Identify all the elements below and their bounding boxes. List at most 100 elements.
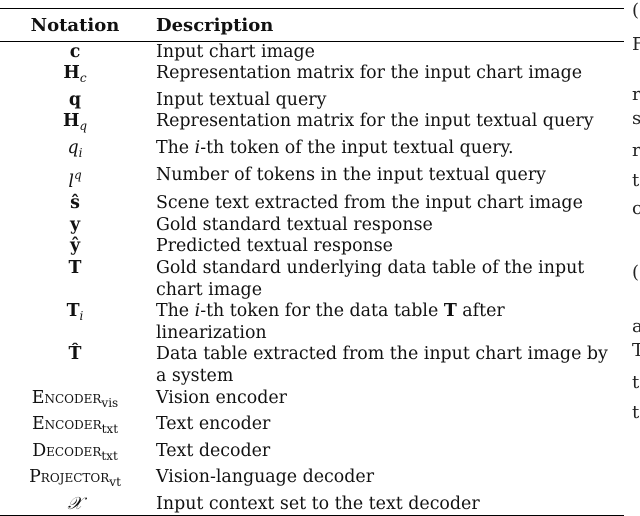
table-row: ŝ Scene text extracted from the input ch… <box>0 193 624 215</box>
description-cell: Predicted textual response <box>156 236 393 257</box>
notation-cell: Ti <box>0 301 150 344</box>
notation-symbol: ŝ <box>70 193 80 214</box>
description-cell: Input context set to the text decoder <box>156 493 480 514</box>
notation-symbol: q <box>68 89 82 110</box>
cropped-letter: t <box>632 402 640 423</box>
desc-italic: i <box>194 137 201 158</box>
cropped-letter: r <box>632 84 640 105</box>
notation-cell: Projectorvt <box>0 467 150 494</box>
notation-symbol: T <box>68 257 82 278</box>
notation-subscript: q <box>79 119 88 134</box>
cropped-letter: ( <box>632 0 640 21</box>
header-description: Description <box>156 15 274 36</box>
description-cell: Scene text extracted from the input char… <box>156 193 583 214</box>
description-cell: Representation matrix for the input char… <box>156 63 583 84</box>
notation-cell: ŷ <box>0 236 150 258</box>
table-row: Hq Representation matrix for the input t… <box>0 111 624 138</box>
table-row: Decodertxt Text decoder <box>0 441 624 468</box>
notation-subscript: txt <box>101 448 118 463</box>
notation-cell: T <box>0 258 150 301</box>
notation-cell: Decodertxt <box>0 441 150 468</box>
cropped-letter: ( <box>632 262 640 283</box>
notation-cell: y <box>0 215 150 237</box>
notation-subscript: i <box>79 309 84 324</box>
desc-text: The <box>156 137 195 158</box>
notation-subscript: vis <box>101 395 119 410</box>
cropped-letter: a <box>632 316 640 337</box>
notation-cell: Encodervis <box>0 388 150 415</box>
notation-symbol: H <box>63 63 80 84</box>
table-row: Ti The i-th token for the data table T a… <box>0 301 624 344</box>
notation-cell: T̂ <box>0 344 150 387</box>
notation-cell: q <box>0 90 150 112</box>
notation-subscript: c <box>79 71 87 86</box>
table-row: T̂ Data table extracted from the input c… <box>0 344 624 387</box>
description-cell: Text encoder <box>156 414 271 435</box>
notation-symbol: Encoder <box>31 387 102 408</box>
description-cell: Gold standard underlying data table of t… <box>156 257 585 300</box>
notation-symbol: T̂ <box>68 344 82 365</box>
table-row: Encodertxt Text encoder <box>0 414 624 441</box>
notation-cell: 𝒳 <box>0 494 150 516</box>
notation-cell: Hc <box>0 63 150 90</box>
table-row: lq Number of tokens in the input textual… <box>0 165 624 194</box>
notation-symbol: c <box>69 41 81 62</box>
desc-text: after linearization <box>156 301 505 343</box>
description-cell: Vision-language decoder <box>156 467 375 488</box>
notation-cell: c <box>0 41 150 63</box>
description-cell: Text decoder <box>156 440 271 461</box>
notation-symbol: Decoder <box>32 440 102 461</box>
description-cell: Representation matrix for the input text… <box>156 111 594 132</box>
table-row: 𝒳 Input context set to the text decoder <box>0 494 624 516</box>
notation-subscript: vt <box>109 475 121 490</box>
desc-italic: i <box>194 301 201 322</box>
cropped-letter: c <box>632 198 640 219</box>
table-header-row: Notation Description <box>0 8 624 42</box>
table-row: Hc Representation matrix for the input c… <box>0 63 624 90</box>
notation-cell: Hq <box>0 111 150 138</box>
notation-cell: qi <box>0 138 150 165</box>
cropped-letter: T <box>632 340 640 361</box>
notation-symbol: Projector <box>29 467 110 488</box>
notation-table: Notation Description c Input chart image… <box>0 8 624 516</box>
description-cell: Data table extracted from the input char… <box>156 344 608 386</box>
notation-symbol: l <box>68 171 74 192</box>
notation-symbol: Encoder <box>31 414 102 435</box>
notation-cell: ŝ <box>0 193 150 215</box>
notation-superscript: q <box>73 167 82 182</box>
notation-subscript: txt <box>101 422 119 437</box>
description-cell: Input chart image <box>156 41 315 62</box>
notation-symbol: 𝒳 <box>67 493 83 514</box>
description-cell: Gold standard textual response <box>156 214 433 235</box>
notation-symbol: q <box>67 137 79 158</box>
description-cell: Vision encoder <box>156 387 287 408</box>
desc-text: The <box>156 301 195 322</box>
cropped-letter: t <box>632 372 640 393</box>
table-row: qi The i-th token of the input textual q… <box>0 138 624 165</box>
description-cell: Number of tokens in the input textual qu… <box>156 164 546 185</box>
description-cell: The i-th token of the input textual quer… <box>150 138 624 165</box>
table-row: c Input chart image <box>0 41 624 63</box>
description-cell: Input textual query <box>156 89 327 110</box>
notation-table-container: Notation Description c Input chart image… <box>0 8 624 516</box>
table-row: ŷ Predicted textual response <box>0 236 624 258</box>
table-row: Projectorvt Vision-language decoder <box>0 467 624 494</box>
cropped-letter: t <box>632 170 640 191</box>
cropped-adjacent-text: ( F r s r t c ( a T t t <box>628 0 640 470</box>
table-row: T Gold standard underlying data table of… <box>0 258 624 301</box>
notation-symbol: T <box>66 301 80 322</box>
table-row: q Input textual query <box>0 90 624 112</box>
cropped-letter: s <box>632 108 640 129</box>
table-row: y Gold standard textual response <box>0 215 624 237</box>
notation-cell: lq <box>0 165 150 194</box>
header-notation: Notation <box>30 15 120 36</box>
notation-symbol: H <box>62 111 80 132</box>
table-row: Encodervis Vision encoder <box>0 388 624 415</box>
cropped-letter: r <box>632 140 640 161</box>
notation-symbol: ŷ <box>69 236 81 257</box>
notation-subscript: i <box>78 145 83 160</box>
desc-text: -th token for the data table <box>200 301 444 322</box>
description-cell: The i-th token for the data table T afte… <box>150 301 624 344</box>
desc-text: -th token of the input textual query. <box>200 137 514 158</box>
notation-symbol: y <box>69 214 81 235</box>
